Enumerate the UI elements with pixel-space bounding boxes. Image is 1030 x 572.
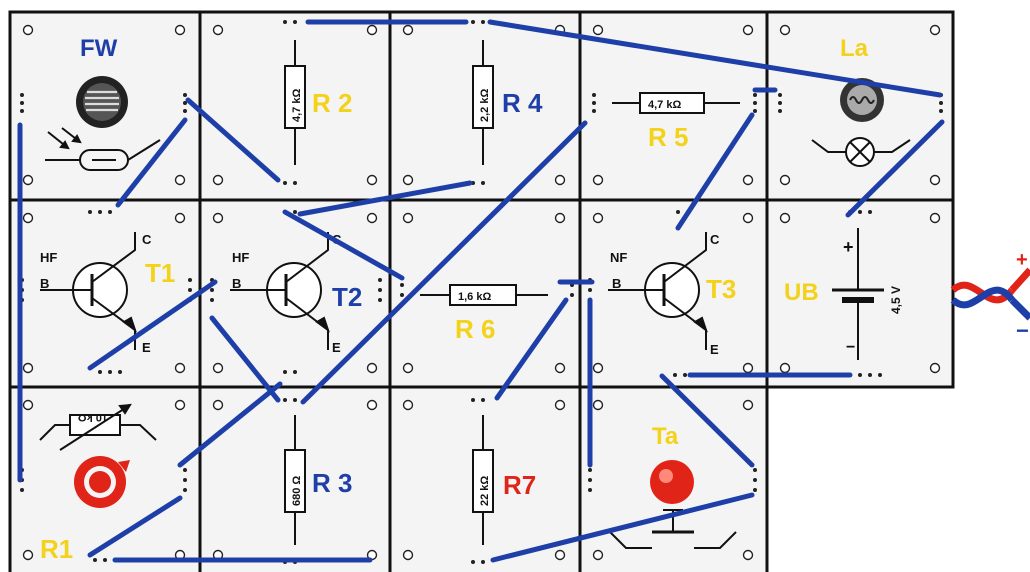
wire-fw-t1 [115,117,188,208]
resistor-r5-icon [612,92,740,114]
module-r5: 4,7 kΩ R 5 [612,92,740,152]
knob-icon [74,456,130,508]
r7-label: R7 [503,470,536,500]
photoresistor-icon [76,76,128,128]
r1-label: R1 [40,534,73,564]
r5-label: R 5 [648,122,688,152]
potentiometer-symbol-icon [39,403,157,451]
r1-value: 10 kΩ [78,411,108,423]
r2-label: R 2 [312,88,352,118]
lamp-symbol-icon [811,137,911,167]
plus-lead-label: + [1016,249,1028,271]
ub-label: UB [784,279,819,306]
wire-la-ub [845,119,945,218]
wire-r6-r7 [494,297,569,401]
power-leads: + − [950,249,1030,343]
t2-hf: HF [232,250,249,265]
photoresistor-symbol-icon [45,127,161,171]
t2-label: T2 [332,282,362,312]
wire-t2-r6 [282,209,405,281]
push-button-symbol-icon [609,509,737,549]
la-label: La [840,35,869,62]
module-ub: + − 4,5 V UB [784,228,903,360]
wire-r5-t3 [675,112,755,231]
corner-holes [22,24,941,561]
wire-r5-r3 [300,120,588,405]
module-r2: 4,7 kΩ R 2 [284,40,352,165]
lamp-bulb-icon [840,78,884,122]
wire-t1-t2 [87,279,218,371]
module-r3: 680 Ω R 3 [284,415,352,545]
resistor-r4-icon [472,40,494,165]
wire-t3-ta-diag [659,373,755,468]
module-t1: HF B C E T1 [40,232,175,355]
t2-e: E [332,340,341,355]
r3-label: R 3 [312,468,352,498]
t1-c: C [142,232,152,247]
r4-label: R 4 [502,88,543,118]
module-r4: 2,2 kΩ R 4 [472,40,543,165]
push-button-icon[interactable] [650,460,694,504]
module-r6: 1,6 kΩ R 6 [420,284,548,344]
jumper-wires [17,19,945,563]
wire-r1-r3 [177,381,283,468]
module-fw: FW [45,35,161,171]
module-t3: NF B C E T3 [608,232,736,357]
transistor-t3-icon [608,232,708,350]
module-ta: Ta [609,423,737,549]
t1-e: E [142,340,151,355]
wire-r4-la [487,19,943,98]
t3-label: T3 [706,274,736,304]
t3-nf: NF [610,250,627,265]
r4-value: 2,2 kΩ [479,89,491,122]
t3-b: B [612,276,621,291]
resistor-r6-icon [420,284,548,306]
r6-value: 1,6 kΩ [458,291,491,303]
t1-b: B [40,276,49,291]
ub-voltage: 4,5 V [889,286,903,314]
r2-value: 4,7 kΩ [291,89,303,122]
wire-r1-bottom [87,495,183,558]
wire-t2-r3 [209,315,281,403]
ub-minus: − [846,339,855,356]
resistor-r2-icon [284,40,306,165]
transistor-t1-icon [40,232,137,350]
resistor-r3-icon [284,415,306,545]
ta-label: Ta [652,423,679,450]
t1-label: T1 [145,258,175,288]
wire-r2-r4 [297,180,473,217]
tile-ub [765,198,955,389]
ub-plus: + [843,237,854,257]
t3-e: E [710,342,719,357]
wire-r7-ta [490,492,755,563]
fw-label: FW [80,35,118,62]
module-r7: 22 kΩ R7 [472,415,536,545]
tile-r6 [388,198,582,389]
t3-c: C [710,232,720,247]
t2-b: B [232,276,241,291]
module-la: La [811,35,911,167]
module-r1: 10 kΩ R1 [39,403,157,564]
t1-hf: HF [40,250,57,265]
r6-label: R 6 [455,314,495,344]
r5-value: 4,7 kΩ [648,99,681,111]
r3-value: 680 Ω [291,476,303,506]
battery-symbol-icon [832,228,884,360]
transistor-t2-icon [230,232,330,350]
r7-value: 22 kΩ [479,476,491,506]
minus-lead-label: − [1016,318,1029,343]
wire-fw-r2 [185,97,281,183]
resistor-r7-icon [472,415,494,545]
